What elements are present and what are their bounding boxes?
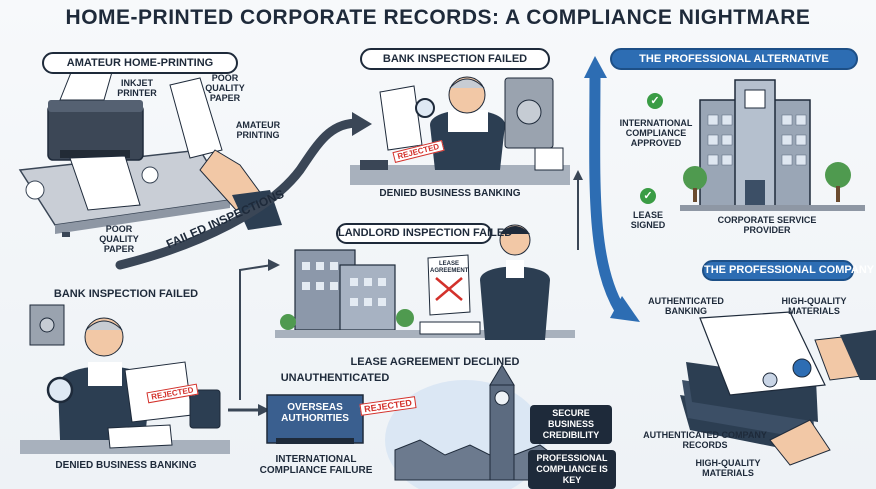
overseas-authorities-sign (266, 394, 364, 444)
bank-inspector-bottom-illustration (20, 304, 230, 454)
page-title: HOME-PRINTED CORPORATE RECORDS: A COMPLI… (65, 6, 811, 29)
lease-signed-label: LEASE SIGNED (630, 210, 666, 230)
amateur-printing-label: AMATEUR PRINTING (235, 120, 281, 140)
unauthenticated-label: UNAUTHENTICATED (280, 372, 390, 384)
amateur-heading: AMATEUR HOME-PRINTING (42, 52, 238, 74)
professional-compliance-tag: PROFESSIONAL COMPLIANCE IS KEY (528, 450, 616, 489)
poor-quality-paper-label-top: POOR QUALITY PAPER (205, 73, 245, 103)
lease-declined-caption: LEASE AGREEMENT DECLINED (350, 356, 520, 368)
records-stack-illustration (680, 311, 876, 466)
bank-bottom-caption: DENIED BUSINESS BANKING (55, 460, 197, 471)
high-quality-materials-label-top: HIGH-QUALITY MATERIALS (781, 296, 847, 316)
crumpled-papers-icon (25, 166, 159, 200)
intl-compliance-approved-label: INTERNATIONAL COMPLIANCE APPROVED (619, 118, 693, 148)
bank-top-caption: DENIED BUSINESS BANKING (379, 188, 521, 199)
inkjet-printer-label: INKJET PRINTER (117, 78, 157, 98)
landlord-heading: LANDLORD INSPECTION FAILED (336, 223, 512, 244)
bank-inspector-top-illustration (350, 76, 570, 185)
landlord-illustration (275, 224, 575, 340)
inkjet-printer-icon (47, 69, 144, 211)
poor-quality-paper-label-bottom: POOR QUALITY PAPER (99, 224, 139, 254)
records-heading: THE PROFESSIONAL COMPANY RECCORDS (702, 260, 876, 281)
corporate-building-illustration (680, 79, 865, 211)
bank-bottom-heading: BANK INSPECTION FAILED (53, 288, 199, 300)
intl-approved-check-icon: ✓ (647, 93, 663, 109)
secure-credibility-tag: SECURE BUSINESS CREDIBILITY (530, 405, 612, 444)
overseas-authorities-label: OVERSEAS AUTHORITIES (281, 402, 349, 424)
lease-agreement-doc-title: LEASE AGREEMENT (430, 261, 469, 274)
authenticated-banking-label: AUTHENTICATED BANKING (648, 296, 724, 316)
corporate-service-provider-label: CORPORATE SERVICE PROVIDER (717, 215, 817, 235)
intl-compliance-failure-caption: INTERNATIONAL COMPLIANCE FAILURE (259, 454, 373, 476)
professional-heading: THE PROFESSIONAL ALTERNATIVE (610, 48, 858, 70)
lease-signed-check-icon: ✓ (640, 188, 656, 204)
bank-top-heading: BANK INSPECTION FAILED (360, 48, 550, 70)
high-quality-materials-label-bottom: HIGH-QUALITY MATERIALS (695, 458, 761, 478)
authenticated-company-records-label: AUTHENTICATED COMPANY RECORDS (643, 430, 767, 450)
